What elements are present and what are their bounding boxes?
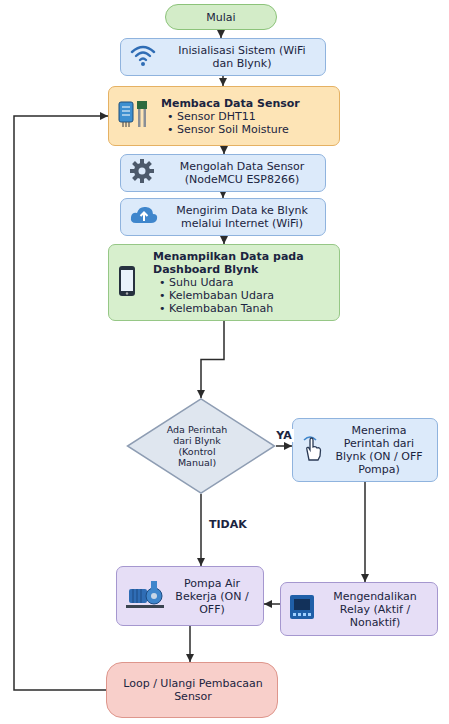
bullet-item: • Kelembaban Udara bbox=[159, 289, 331, 302]
node-text: Pompa Air Bekerja (ON / OFF) bbox=[169, 577, 255, 616]
process-box: Menerima Perintah dari Blynk (ON / OFF P… bbox=[292, 418, 438, 482]
sensor-icon bbox=[117, 99, 151, 133]
process-box: Pompa Air Bekerja (ON / OFF) bbox=[116, 566, 264, 626]
flow-arrow bbox=[201, 321, 224, 398]
terminal-box: Mulai bbox=[165, 4, 277, 30]
terminal-box: Loop / Ulangi Pembacaan Sensor bbox=[106, 662, 278, 718]
text-group: Loop / Ulangi Pembacaan Sensor bbox=[117, 677, 269, 703]
text-group: Mengolah Data Sensor (NodeMCU ESP8266) bbox=[167, 160, 317, 186]
flow-arrow bbox=[14, 116, 108, 690]
flow-arrow bbox=[223, 236, 224, 244]
flow-arrow bbox=[364, 482, 366, 582]
node-text: Menampilkan Data pada Dashboard Blynk bbox=[153, 250, 331, 276]
flow-arrow bbox=[222, 76, 224, 86]
flow-arrow bbox=[200, 494, 202, 566]
decision-diamond: Ada Perintah dari Blynk (Kontrol Manual) bbox=[126, 398, 276, 494]
wifi-icon bbox=[129, 43, 157, 71]
text-group: Ada Perintah dari Blynk (Kontrol Manual) bbox=[159, 424, 235, 468]
flow-arrow bbox=[264, 603, 280, 605]
text-group: Pompa Air Bekerja (ON / OFF) bbox=[169, 577, 255, 616]
text-group: Membaca Data Sensor• Sensor DHT11• Senso… bbox=[161, 97, 331, 136]
node-text: Menerima Perintah dari Blynk (ON / OFF P… bbox=[329, 424, 429, 476]
text-group: Mengendalikan Relay (Aktif / Nonaktif) bbox=[321, 590, 429, 629]
pump-icon bbox=[125, 578, 165, 614]
node-text: Inisialisasi Sistem (WiFi dan Blynk) bbox=[167, 44, 317, 70]
text-group: Menerima Perintah dari Blynk (ON / OFF P… bbox=[329, 424, 429, 476]
flow-arrow bbox=[276, 445, 292, 447]
text-group: Mulai bbox=[174, 11, 268, 24]
node-text: Membaca Data Sensor bbox=[161, 97, 331, 110]
hand-icon bbox=[301, 434, 325, 466]
text-group: Mengirim Data ke Blynk melalui Internet … bbox=[167, 204, 317, 230]
bullet-item: • Suhu Udara bbox=[159, 276, 331, 289]
flow-arrow bbox=[189, 626, 191, 662]
process-box: Menampilkan Data pada Dashboard Blynk• S… bbox=[108, 244, 340, 321]
gear-icon bbox=[129, 158, 155, 188]
flow-arrow bbox=[223, 146, 225, 154]
node-text: Loop / Ulangi Pembacaan Sensor bbox=[117, 677, 269, 703]
phone-icon bbox=[117, 265, 137, 301]
bullet-item: • Sensor Soil Moisture bbox=[167, 123, 331, 136]
relay-icon bbox=[289, 594, 315, 624]
process-box: Mengendalikan Relay (Aktif / Nonaktif) bbox=[280, 582, 438, 636]
process-box: Mengolah Data Sensor (NodeMCU ESP8266) bbox=[120, 154, 326, 192]
bullet-item: • Sensor DHT11 bbox=[167, 110, 331, 123]
text-group: Inisialisasi Sistem (WiFi dan Blynk) bbox=[167, 44, 317, 70]
process-box: Inisialisasi Sistem (WiFi dan Blynk) bbox=[120, 38, 326, 76]
node-text: Mengirim Data ke Blynk melalui Internet … bbox=[167, 204, 317, 230]
node-text: Mengolah Data Sensor (NodeMCU ESP8266) bbox=[167, 160, 317, 186]
node-text: Mengendalikan Relay (Aktif / Nonaktif) bbox=[321, 590, 429, 629]
edge-label: YA bbox=[274, 429, 293, 442]
flow-arrow bbox=[220, 30, 222, 38]
node-text: Mulai bbox=[174, 11, 268, 24]
cloud-icon bbox=[129, 203, 159, 231]
process-box: Mengirim Data ke Blynk melalui Internet … bbox=[120, 198, 326, 236]
edge-label: TIDAK bbox=[207, 518, 249, 531]
bullet-item: • Kelembaban Tanah bbox=[159, 302, 331, 315]
text-group: Menampilkan Data pada Dashboard Blynk• S… bbox=[153, 250, 331, 315]
process-box: Membaca Data Sensor• Sensor DHT11• Senso… bbox=[108, 86, 340, 146]
node-text: Ada Perintah dari Blynk (Kontrol Manual) bbox=[159, 424, 235, 468]
